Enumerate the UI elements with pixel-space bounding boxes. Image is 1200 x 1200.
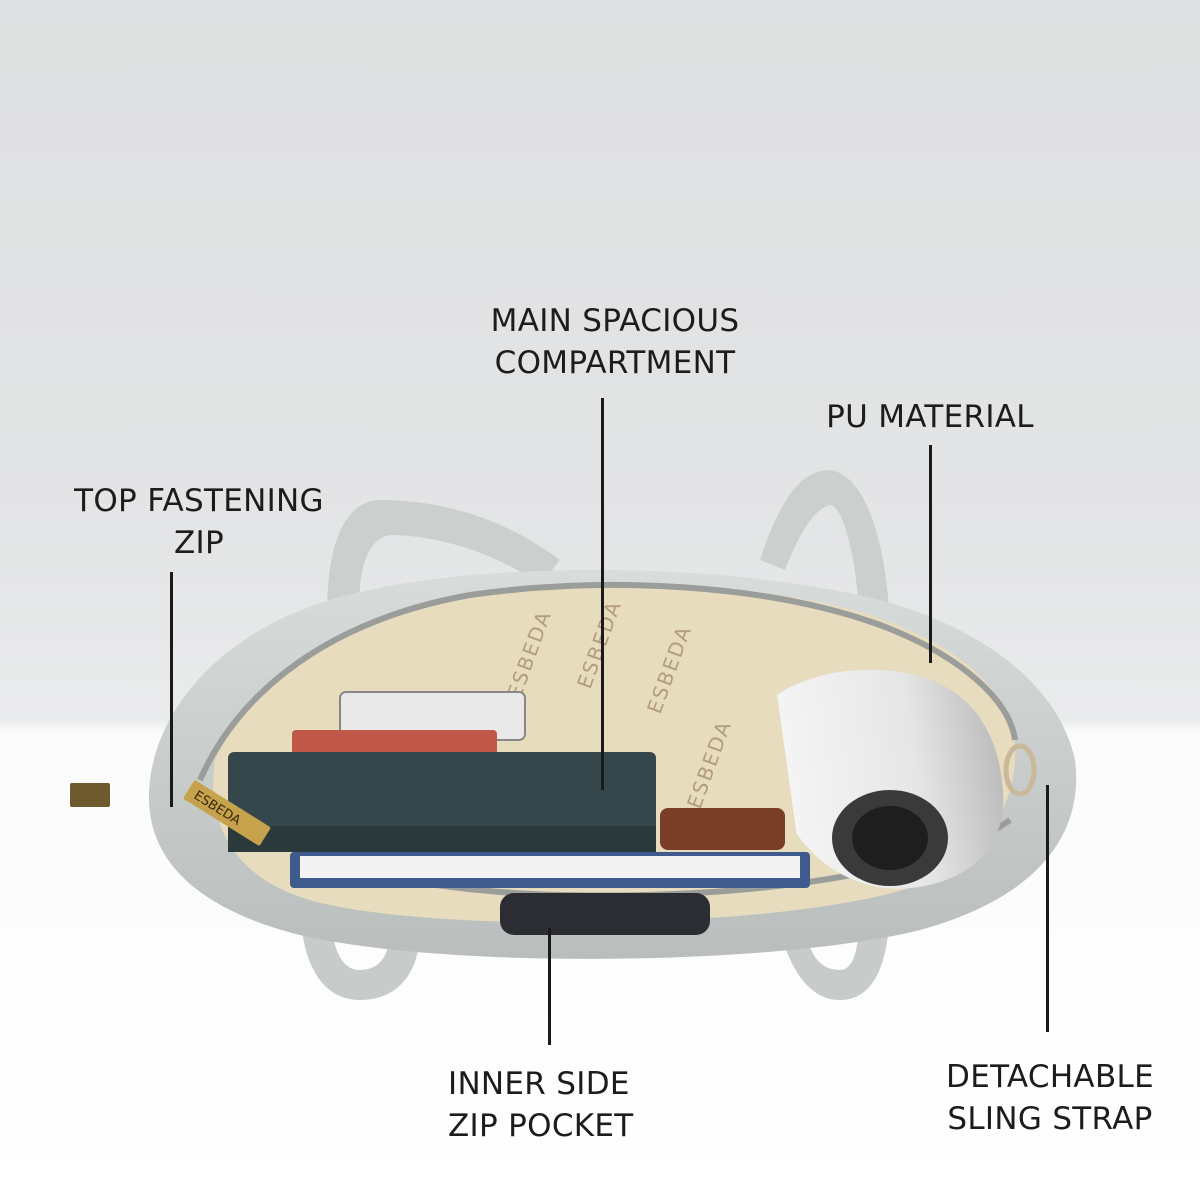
callout-pu-material-line1: PU MATERIAL — [826, 399, 1034, 435]
leader-sling-strap — [1046, 785, 1049, 1032]
callout-sling-strap-line2: SLING STRAP — [947, 1101, 1153, 1137]
callout-sling-strap: DETACHABLE SLING STRAP — [930, 1056, 1170, 1140]
zip-tag — [183, 780, 271, 846]
callout-top-zip-line1: TOP FASTENING — [74, 483, 324, 519]
callout-pu-material: PU MATERIAL — [815, 396, 1045, 438]
leader-main-compartment — [601, 398, 604, 790]
callout-main-compartment-line2: COMPARTMENT — [494, 345, 736, 381]
strap-ring — [1003, 743, 1037, 797]
callout-main-compartment-line1: MAIN SPACIOUS — [490, 303, 740, 339]
callout-inner-pocket: INNER SIDE ZIP POCKET — [448, 1063, 648, 1147]
callout-top-zip: TOP FASTENING ZIP — [58, 480, 340, 564]
callout-main-compartment: MAIN SPACIOUS COMPARTMENT — [470, 300, 760, 384]
leader-inner-pocket — [548, 928, 551, 1045]
callout-top-zip-line2: ZIP — [174, 525, 224, 561]
leader-pu-material — [929, 445, 932, 663]
leader-top-zip — [170, 572, 173, 807]
callout-inner-pocket-line1: INNER SIDE — [448, 1066, 630, 1102]
left-handle — [327, 500, 560, 650]
right-handle — [760, 470, 890, 640]
brown-wallet — [660, 808, 785, 850]
callout-inner-pocket-line2: ZIP POCKET — [448, 1108, 634, 1144]
phone — [500, 893, 710, 935]
top-zipper — [197, 582, 1018, 782]
water-bottle — [777, 669, 1004, 889]
zip-end — [70, 783, 110, 807]
red-wallet — [292, 730, 497, 756]
callout-sling-strap-line1: DETACHABLE — [946, 1059, 1154, 1095]
